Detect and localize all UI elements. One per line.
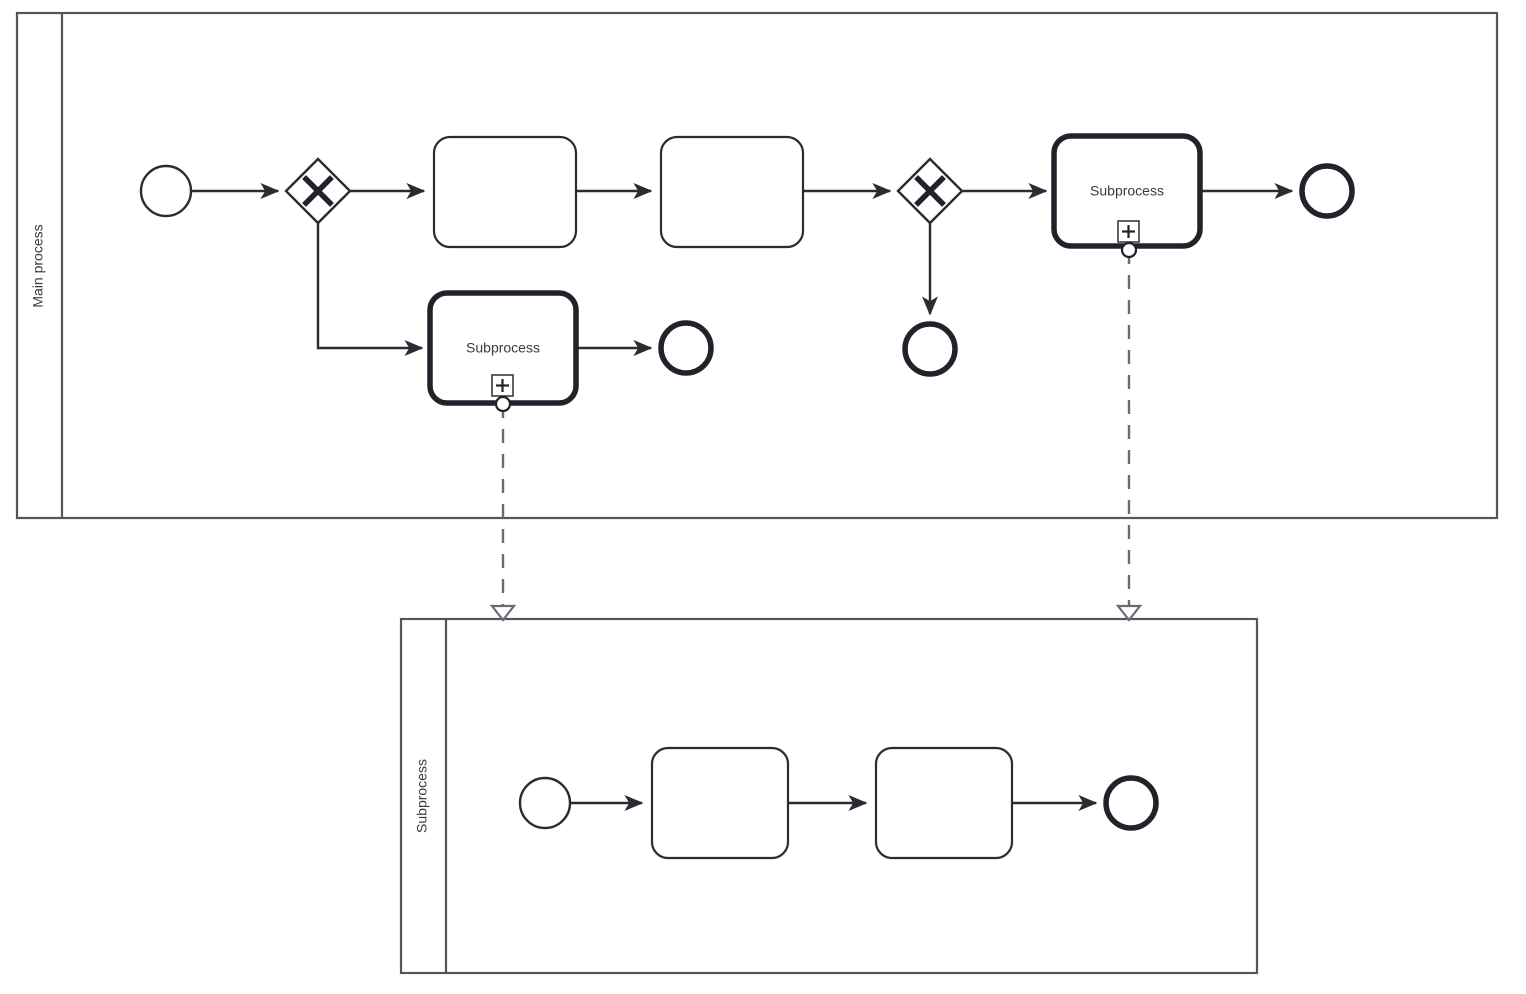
exclusive-gateway-2-x-icon (914, 175, 946, 207)
association-anchor-low (494, 395, 512, 413)
exclusive-gateway-2[interactable] (896, 157, 964, 225)
subprocess-task-1[interactable] (650, 746, 790, 860)
pool-main-process-label: Main process (30, 224, 46, 307)
task-1-box (432, 135, 578, 249)
pool-main-process-border (15, 11, 1499, 520)
start-event-subprocess[interactable] (518, 776, 572, 830)
association-anchor-top (1120, 241, 1138, 259)
end-event-subprocess-low-branch-circle (658, 320, 714, 376)
pool-main-process[interactable]: Main process (15, 11, 1499, 520)
task-2-box (659, 135, 805, 249)
association-subprocess-top[interactable] (1115, 250, 1143, 622)
flow-gateway1-to-subprocess-low (316, 223, 424, 356)
subprocess-task-1-box (650, 746, 790, 860)
end-event-subprocess-low-branch[interactable] (658, 320, 714, 376)
plus-marker-icon-top (1117, 220, 1140, 243)
collapsed-subprocess-low[interactable]: Subprocess (427, 290, 579, 413)
end-event-main[interactable] (1299, 163, 1355, 219)
start-event-subprocess-circle (518, 776, 572, 830)
association-arrowhead-top (1115, 604, 1143, 622)
exclusive-gateway-1[interactable] (284, 157, 352, 225)
start-event-main-circle (139, 164, 193, 218)
collapsed-subprocess-low-label: Subprocess (466, 340, 540, 356)
task-2[interactable] (659, 135, 805, 249)
collapsed-subprocess-top-label: Subprocess (1090, 183, 1164, 199)
subprocess-task-2-box (874, 746, 1014, 860)
sequence-flows-main (191, 183, 1294, 356)
subprocess-task-2[interactable] (874, 746, 1014, 860)
task-1[interactable] (432, 135, 578, 249)
association-arrowhead-low (489, 604, 517, 622)
end-event-gateway2-branch-circle (902, 321, 958, 377)
pool-subprocess-label: Subprocess (414, 759, 430, 833)
association-subprocess-low[interactable] (489, 404, 517, 622)
end-event-main-circle (1299, 163, 1355, 219)
end-event-gateway2-branch[interactable] (902, 321, 958, 377)
exclusive-gateway-1-x-icon (302, 175, 334, 207)
start-event-main[interactable] (139, 164, 193, 218)
plus-marker-icon-low (491, 374, 514, 397)
end-event-subprocess-circle (1103, 775, 1159, 831)
collapsed-subprocess-top[interactable]: Subprocess (1051, 133, 1203, 259)
end-event-subprocess[interactable] (1103, 775, 1159, 831)
